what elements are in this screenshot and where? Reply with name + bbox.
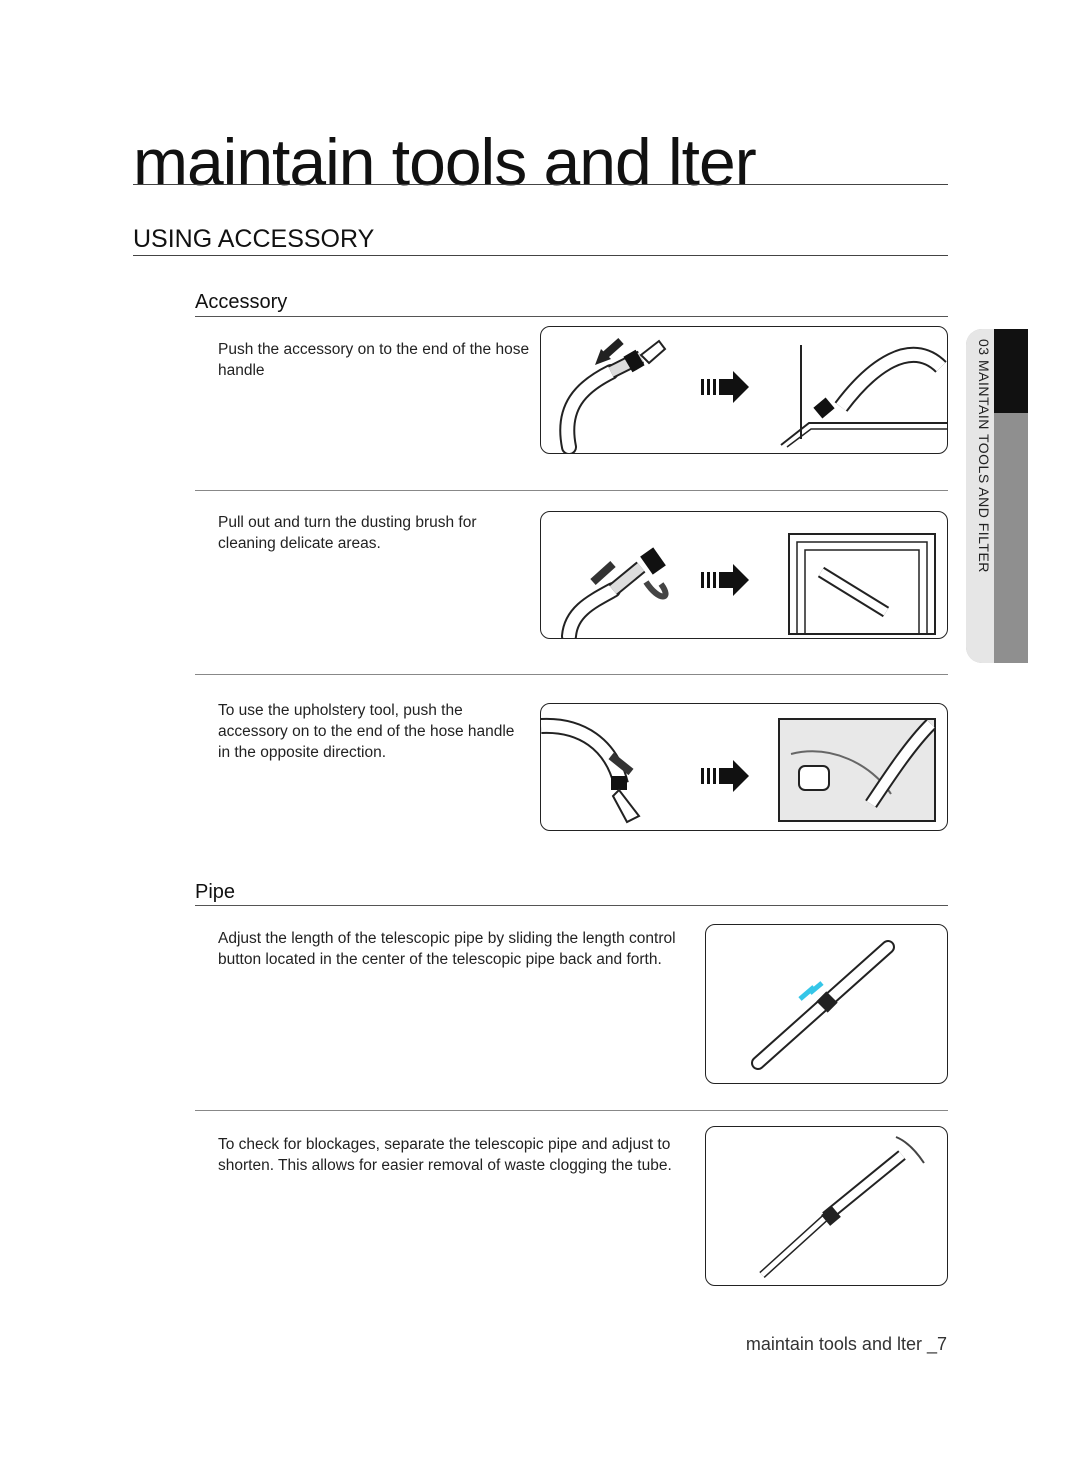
- chapter-tab-light: [966, 329, 994, 663]
- accessory-divider-2: [195, 674, 948, 675]
- right-arrow-icon: [701, 371, 749, 403]
- chapter-tab-gray-band: [994, 413, 1028, 663]
- accessory-heading: Accessory: [195, 291, 288, 313]
- pipe-step-1-figure: [705, 924, 948, 1084]
- accessory-divider-1: [195, 490, 948, 491]
- chapter-tab: 03 MAINTAIN TOOLS AND FILTER: [966, 329, 1028, 663]
- pipe-divider: [195, 1110, 948, 1111]
- pipe-step-2-text: To check for blockages, separate the tel…: [218, 1136, 672, 1174]
- pipe-rule: [195, 905, 948, 906]
- accessory-rule: [195, 316, 948, 317]
- page-footer: maintain tools and lter _7: [745, 1334, 947, 1354]
- right-arrow-icon: [701, 760, 749, 792]
- accessory-step-1-text: Push the accessory on to the end of the …: [218, 341, 530, 379]
- accessory-step-2-text: Pull out and turn the dusting brush for …: [218, 514, 477, 552]
- pipe-heading: Pipe: [195, 881, 236, 903]
- right-arrow-icon: [701, 564, 749, 596]
- section-title: USING ACCESSORY: [133, 225, 375, 253]
- chapter-tab-dark-marker: [994, 329, 1028, 413]
- pipe-step-2-figure: [705, 1126, 948, 1286]
- section-rule: [133, 255, 948, 256]
- accessory-step-3-text: To use the upholstery tool, push the acc…: [218, 702, 515, 761]
- title-rule: [133, 184, 948, 185]
- accessory-step-2-figure: [540, 511, 948, 639]
- chapter-tab-label: 03 MAINTAIN TOOLS AND FILTER: [976, 339, 992, 573]
- pipe-step-1-text: Adjust the length of the telescopic pipe…: [218, 930, 676, 968]
- page-title: maintain tools and lter: [133, 125, 757, 199]
- accessory-step-3-figure: [540, 703, 948, 831]
- accessory-step-1-figure: [540, 326, 948, 454]
